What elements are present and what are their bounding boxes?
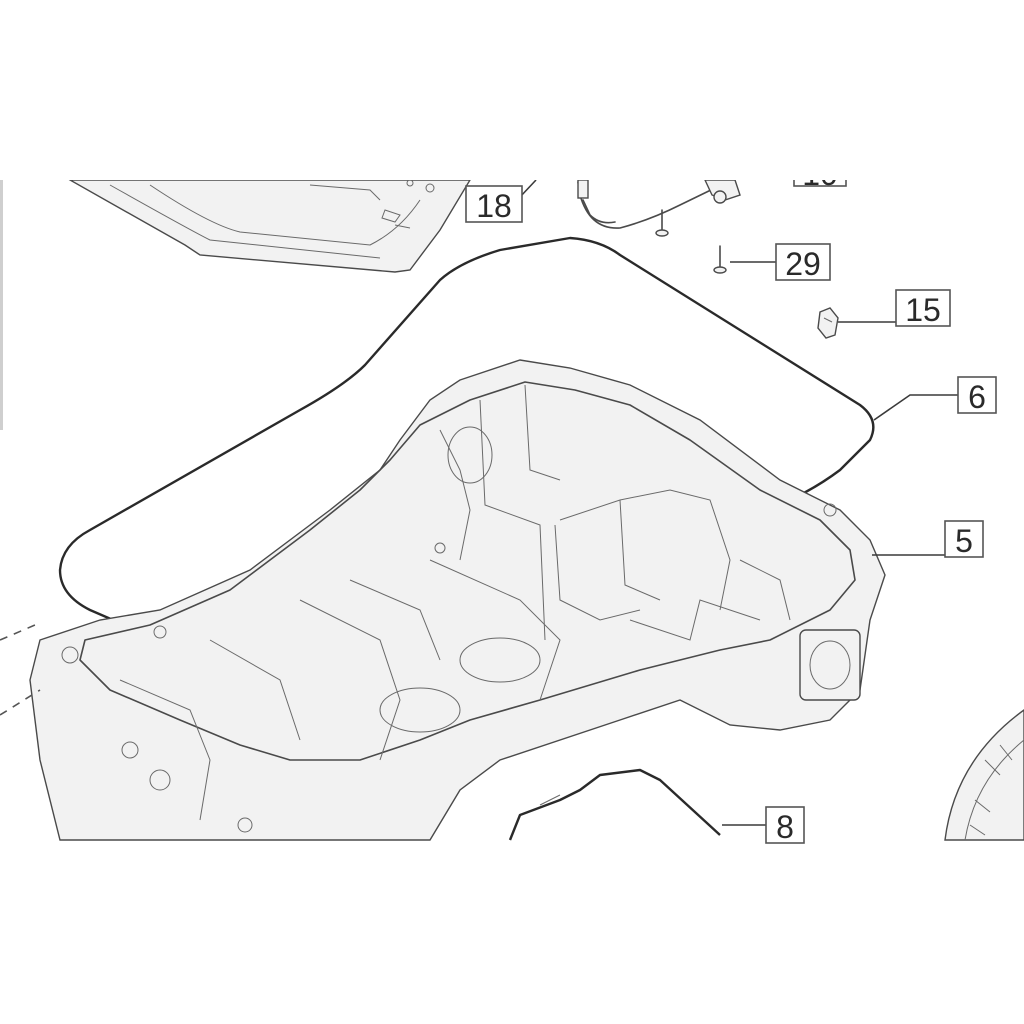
dashed-guide-line <box>0 624 41 716</box>
sensor-cable-assembly <box>577 179 741 229</box>
gasket-8 <box>508 768 721 841</box>
small-screw-top <box>655 209 669 237</box>
callout-5: 5 <box>944 520 984 559</box>
leader-6 <box>873 394 958 421</box>
callout-29-label: 29 <box>785 246 821 282</box>
left-edge-sliver <box>0 180 3 430</box>
callout-15: 15 <box>895 289 951 328</box>
callout-15-label: 15 <box>905 292 941 328</box>
callout-6: 6 <box>957 376 997 415</box>
screw-29 <box>713 245 727 274</box>
callout-29: 29 <box>775 243 831 282</box>
top-crop-band <box>0 0 1024 180</box>
main-housing-5 <box>29 359 886 841</box>
top-cover-plate <box>67 179 472 273</box>
clip-15 <box>817 307 839 339</box>
callout-5-label: 5 <box>955 523 973 559</box>
bottom-crop-band <box>0 844 1024 1024</box>
callout-6-label: 6 <box>968 379 986 415</box>
callout-8: 8 <box>765 806 805 845</box>
wheel-partial <box>944 709 1024 841</box>
callout-8-label: 8 <box>776 809 794 845</box>
callout-18-label: 18 <box>476 188 512 224</box>
callout-18: 18 <box>465 185 523 224</box>
